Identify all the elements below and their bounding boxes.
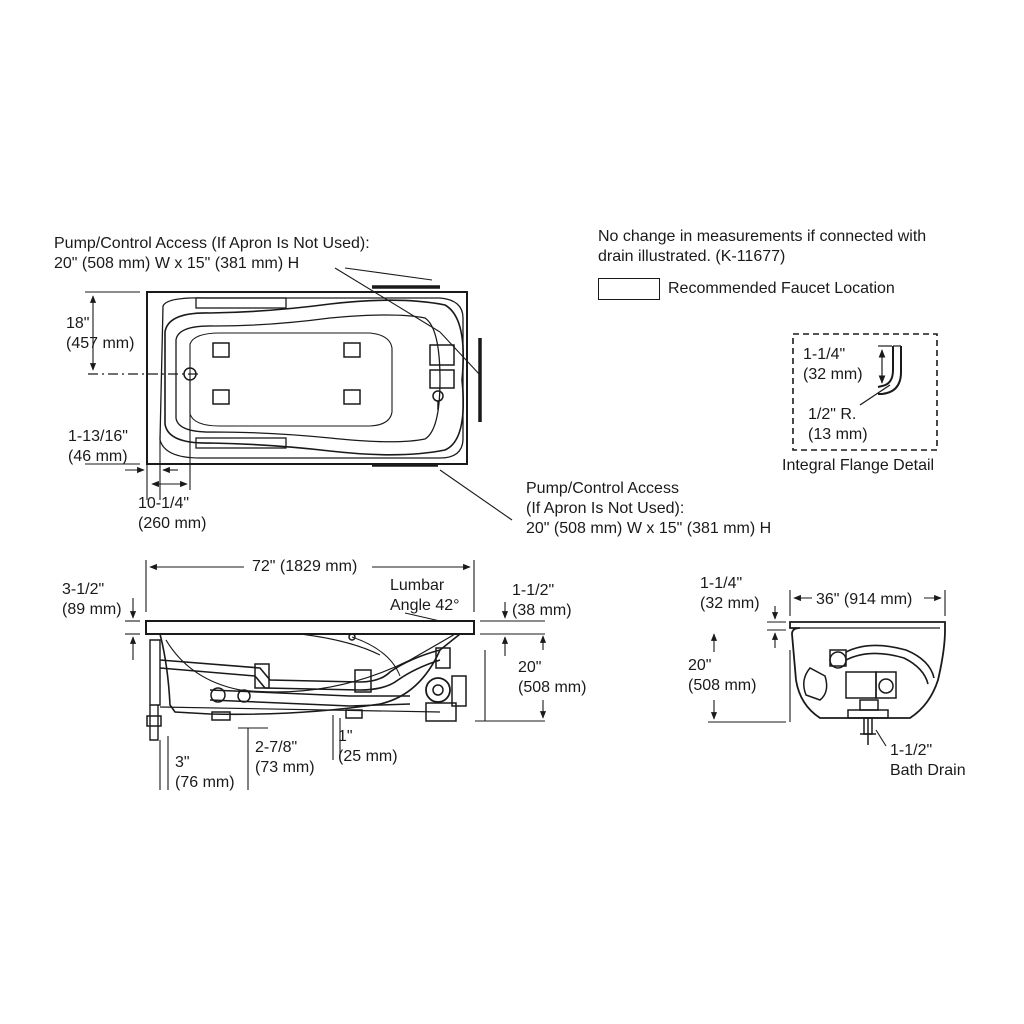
measurement-note-line1: No change in measurements if connected w… — [598, 228, 927, 245]
pump-access-top-line1: Pump/Control Access (If Apron Is Not Use… — [54, 235, 370, 252]
end-dim-1-1-4-metric: (32 mm) — [700, 595, 760, 612]
dim-10-1-4-metric: (260 mm) — [138, 515, 207, 532]
measurement-note-line2: drain illustrated. (K-11677) — [598, 248, 786, 265]
dim-3-1-2-imperial: 3-1/2" — [62, 581, 105, 598]
dim-10-1-4-imperial: 10-1/4" — [138, 495, 190, 512]
dim-1-13-16-imperial: 1-13/16" — [68, 428, 128, 445]
flange-dim-metric: (32 mm) — [803, 366, 863, 383]
flange-detail-caption: Integral Flange Detail — [782, 457, 935, 474]
dim-2-7-8-metric: (73 mm) — [255, 759, 315, 776]
side-view-drawing — [145, 620, 475, 741]
end-dim-20-imperial: 20" — [688, 657, 712, 674]
dim-18-metric: (457 mm) — [66, 335, 135, 352]
dim-1-13-16-metric: (46 mm) — [68, 448, 128, 465]
bath-drain-size: 1-1/2" — [890, 742, 933, 759]
side-dim-20-metric: (508 mm) — [518, 679, 587, 696]
dim-1-1-2-metric: (38 mm) — [512, 602, 572, 619]
flange-radius-metric: (13 mm) — [808, 426, 868, 443]
pump-access-right-line1: Pump/Control Access — [526, 480, 679, 497]
dim-3-imperial: 3" — [175, 754, 190, 771]
flange-radius-imperial: 1/2" R. — [808, 406, 857, 423]
dim-1-1-2-imperial: 1-1/2" — [512, 582, 555, 599]
bath-drain-label: Bath Drain — [890, 762, 966, 779]
pump-access-right-line2: (If Apron Is Not Used): — [526, 500, 685, 517]
side-dim-20-imperial: 20" — [518, 659, 542, 676]
end-view-dimensions — [708, 590, 946, 747]
flange-dim-imperial: 1-1/4" — [803, 346, 846, 363]
dim-1-imperial: 1" — [338, 728, 353, 745]
faucet-location-swatch — [598, 278, 660, 300]
side-view-dimensions — [125, 560, 547, 790]
end-width-label: 36" (914 mm) — [816, 591, 913, 608]
dim-1-metric: (25 mm) — [338, 748, 398, 765]
lumbar-label-line1: Lumbar — [390, 577, 445, 594]
top-view-dimensions — [85, 267, 513, 521]
flange-detail-drawing — [792, 333, 938, 451]
side-length-label: 72" (1829 mm) — [252, 558, 358, 575]
legend-label: Recommended Faucet Location — [668, 280, 895, 297]
end-dim-20-metric: (508 mm) — [688, 677, 757, 694]
end-dim-1-1-4-imperial: 1-1/4" — [700, 575, 743, 592]
pump-access-top-line2: 20" (508 mm) W x 15" (381 mm) H — [54, 255, 300, 272]
dim-3-metric: (76 mm) — [175, 774, 235, 791]
dim-2-7-8-imperial: 2-7/8" — [255, 739, 298, 756]
end-view-drawing — [789, 621, 946, 745]
dim-18-imperial: 18" — [66, 315, 90, 332]
top-view-drawing — [88, 285, 482, 467]
dim-3-1-2-metric: (89 mm) — [62, 601, 122, 618]
pump-access-right-line3: 20" (508 mm) W x 15" (381 mm) H — [526, 520, 772, 537]
lumbar-label-line2: Angle 42° — [390, 597, 460, 614]
